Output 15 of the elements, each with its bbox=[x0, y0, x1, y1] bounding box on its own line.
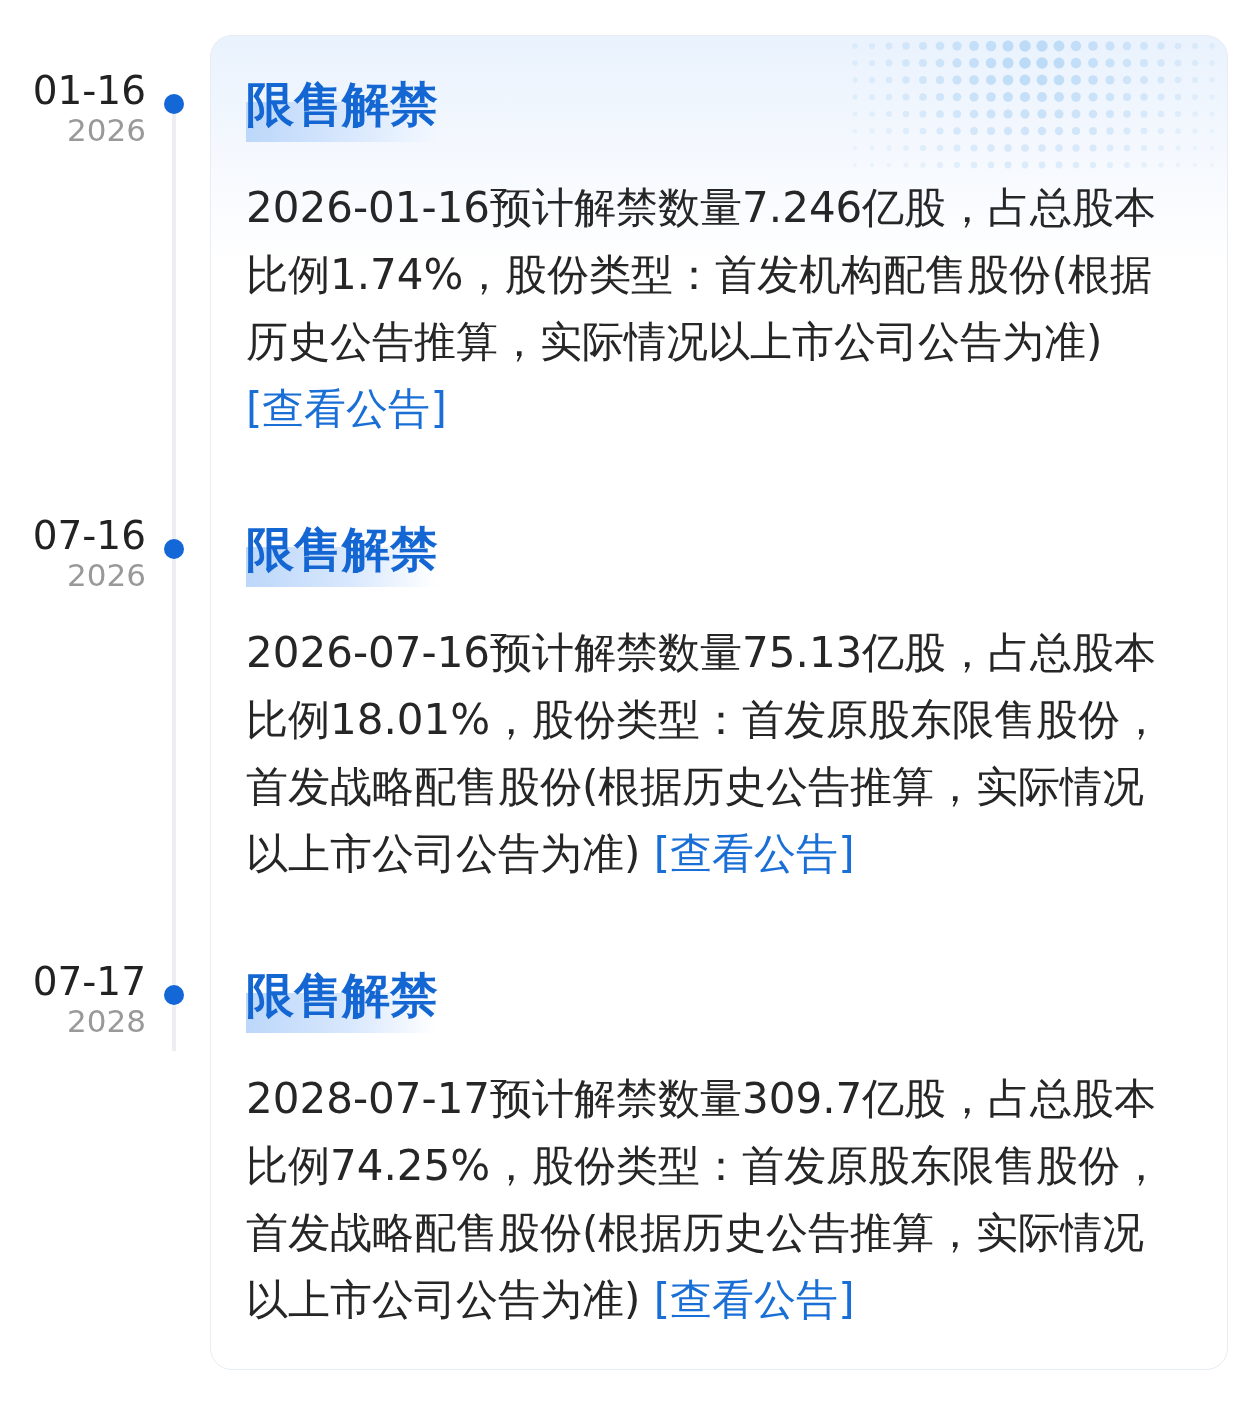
year-label: 2026 bbox=[67, 556, 146, 594]
announcement-link: [查看公告] bbox=[653, 1275, 855, 1324]
date-label: 07-16 bbox=[32, 513, 146, 559]
section-heading: 限售解禁 bbox=[246, 969, 438, 1033]
date-label: 07-17 bbox=[32, 959, 146, 1005]
announcement-link: [查看公告] bbox=[246, 384, 447, 433]
date-label: 01-16 bbox=[32, 68, 146, 114]
announcement-link: [查看公告] bbox=[653, 829, 855, 878]
section-heading: 限售解禁 bbox=[246, 523, 438, 587]
body-text: 2028-07-17预计解禁数量309.7亿股，占总股本比例74.25%，股份类型：首发原股东限售股份，首发战略配售股份(根据历史公告推算，实际情况以上市公司公告为准) [查看公告] bbox=[246, 1073, 1164, 1326]
body-text: 2026-01-16预计解禁数量7.246亿股，占总股本比例1.74%，股份类型：首发机构配售股份(根据历史公告推算，实际情况以上市公司公告为准) [查看公告] bbox=[246, 182, 1158, 435]
body-text: 2026-07-16预计解禁数量75.13亿股，占总股本比例18.01%，股份类型：首发原股东限售股份，首发战略配售股份(根据历史公告推算，实际情况以上市公司公告为准) [查看公告] bbox=[246, 627, 1164, 880]
year-label: 2026 bbox=[67, 111, 146, 149]
year-label: 2028 bbox=[67, 1002, 146, 1040]
section-heading: 限售解禁 bbox=[246, 78, 438, 142]
